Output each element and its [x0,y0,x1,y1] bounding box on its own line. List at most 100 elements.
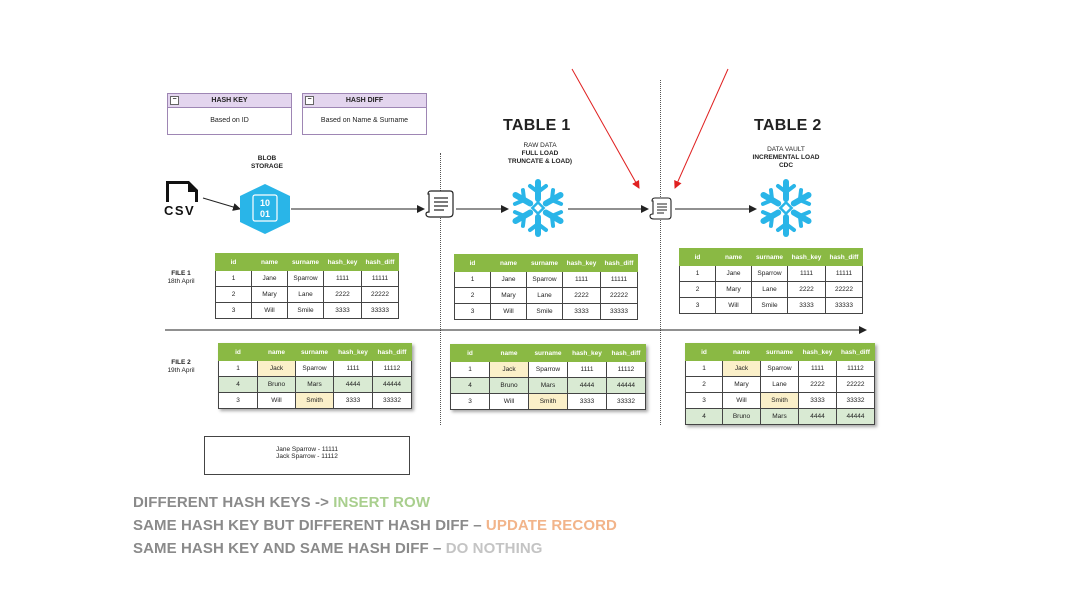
table1-line2: FULL LOAD [521,150,559,157]
column-header: id [450,344,490,362]
table2-line2: INCREMENTAL LOAD [752,154,820,161]
file2-name: FILE 2 [171,359,191,366]
column-header: hash_diff [606,344,646,362]
table-cell: 1 [685,360,723,377]
column-header: surname [526,254,563,272]
column-header: hash_key [798,343,837,361]
table-cell: Mary [251,286,288,303]
collapse-icon: − [170,96,179,105]
table-cell: Lane [526,287,563,304]
table-cell: Bruno [722,408,761,425]
table-cell: 2222 [787,281,826,298]
table-cell: 3333 [798,392,837,409]
table1-title: TABLE 1 [503,117,571,134]
table-cell: 33333 [825,297,863,314]
table-cell: 11111 [825,265,863,282]
table-cell: 2 [679,281,716,298]
table-cell: 44444 [606,377,646,394]
table2-line1: DATA VAULT [767,146,805,153]
table-cell: 33333 [600,303,638,320]
table-cell: Lane [751,281,788,298]
table-cell: Jane [251,270,288,287]
table-cell: 1 [215,270,252,287]
table-cell: 44444 [372,376,412,393]
separator-line [660,80,661,425]
table-cell: Mars [760,408,799,425]
table-cell: 3333 [787,297,826,314]
column-header: surname [295,343,334,361]
table-cell: Jack [489,361,529,378]
table-cell: 22222 [600,287,638,304]
csv-label: CSV [164,203,195,218]
column-header: id [215,253,252,271]
legend-nothing: SAME HASH KEY AND SAME HASH DIFF – DO NO… [133,540,543,557]
table-cell: Mars [528,377,568,394]
table-cell: Mars [295,376,334,393]
column-header: name [251,253,288,271]
table-cell: Smile [287,302,324,319]
column-header: name [722,343,761,361]
column-header: id [679,248,716,266]
table-cell: Lane [287,286,324,303]
column-header: id [218,343,258,361]
legend-update-text: SAME HASH KEY BUT DIFFERENT HASH DIFF – [133,517,486,534]
legend-nothing-action: DO NOTHING [445,540,543,557]
blob-icon-text-2: 01 [260,209,270,219]
table2-description: DATA VAULT INCREMENTAL LOAD CDC [738,146,834,170]
column-header: name [489,344,529,362]
table-cell: Sparrow [287,270,324,287]
table-cell: 4 [218,376,258,393]
table-cell: 1111 [333,360,373,377]
file1-name: FILE 1 [171,270,191,277]
table-cell: 11112 [372,360,412,377]
table-cell: 3333 [567,393,607,410]
blob-icon-text-1: 10 [260,198,270,208]
table-cell: Jack [722,360,761,377]
blob-storage-label: BLOB STORAGE [235,155,299,171]
script-icon [425,190,454,218]
table-cell: 11111 [361,270,399,287]
table-cell: 4444 [333,376,373,393]
table-cell: 11112 [836,360,875,377]
table-cell: 1111 [787,265,826,282]
table-cell: Will [722,392,761,409]
table-cell: Lane [760,376,799,393]
table-cell: 2222 [323,286,362,303]
table-cell: 3 [685,392,723,409]
file1-date: 18th April [167,278,195,285]
table-cell: 22222 [825,281,863,298]
column-header: hash_diff [600,254,638,272]
table-cell: 3333 [333,392,373,409]
table-cell: 2 [215,286,252,303]
column-header: hash_diff [836,343,875,361]
script-icon [649,197,672,220]
table-cell: 3333 [323,302,362,319]
hash-key-box: −HASH KEY Based on ID [167,93,292,135]
table-cell: Sparrow [751,265,788,282]
column-header: surname [760,343,799,361]
table2-line3: CDC [778,162,794,169]
legend-nothing-text: SAME HASH KEY AND SAME HASH DIFF – [133,540,446,557]
legend-insert: DIFFERENT HASH KEYS -> INSERT ROW [133,494,430,511]
separator-line [440,153,441,425]
table-cell: 3333 [562,303,601,320]
column-header: hash_diff [361,253,399,271]
file1-label: FILE 1 18th April [158,270,204,286]
table-cell: Will [251,302,288,319]
